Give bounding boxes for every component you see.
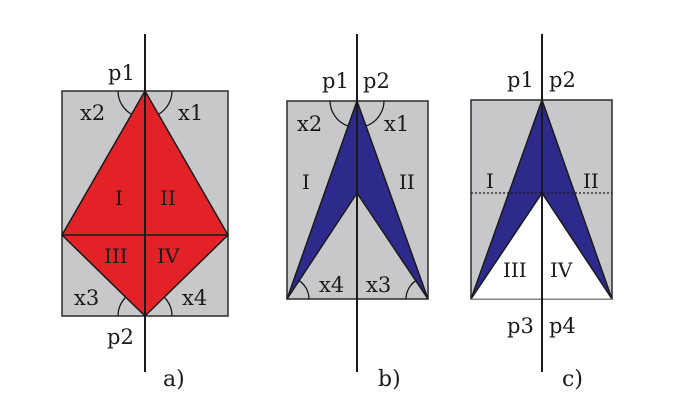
panel-c-label-p4: p4 [549,314,576,338]
panel-a-angle-arc-x4 [163,296,173,317]
panel-c: p1 p2 p3 p4 I II III IV c) [470,34,613,392]
panel-b-label-p2: p2 [363,69,390,93]
panel-c-region-III: III [503,258,527,282]
panel-a-angle-arc-x2 [117,90,132,115]
panel-a-label-p1: p1 [108,61,135,85]
panel-a-angle-arc-x1 [158,90,173,115]
panel-a-region-II: II [160,186,176,210]
panel-c-label-p1: p1 [507,68,534,92]
panel-b-region-II: II [399,170,415,194]
panel-c-region-I: I [486,169,494,193]
panel-a-label-x4: x4 [182,286,207,310]
panel-a-region-III: III [104,244,128,268]
panel-a-label-p2: p2 [107,325,134,349]
panel-c-caption: c) [562,367,583,392]
panel-b-caption: b) [378,367,401,392]
panel-b-region-I: I [302,170,310,194]
panel-b: p1 p2 x2 x1 x4 x3 I II b) [286,34,429,392]
panel-c-region-II: II [583,169,599,193]
panel-b-label-x4: x4 [319,273,344,297]
panel-a-label-x2: x2 [80,101,105,125]
panel-b-label-p1: p1 [322,69,349,93]
panel-a-region-I: I [115,186,123,210]
panel-a-caption: a) [163,367,185,392]
panel-b-angle-arc-x2 [329,100,349,127]
panel-a-angle-arc-x3 [117,296,127,317]
panel-b-angle-arc-x1 [365,100,385,127]
panel-b-label-x2: x2 [297,112,322,136]
panel-b-label-x1: x1 [384,112,409,136]
panel-a-label-x3: x3 [74,286,99,310]
panel-a: p1 p2 x2 x1 x3 x4 I II III IV a) [61,34,229,392]
panel-a-label-x1: x1 [178,101,203,125]
panel-a-region-IV: IV [157,244,180,268]
panel-b-angle-arc-x4 [297,279,310,300]
panel-b-label-x3: x3 [366,273,391,297]
panel-b-angle-arc-x3 [405,279,418,300]
panel-c-label-p2: p2 [549,68,576,92]
panel-c-label-p3: p3 [507,314,534,338]
panel-c-region-IV: IV [550,258,573,282]
